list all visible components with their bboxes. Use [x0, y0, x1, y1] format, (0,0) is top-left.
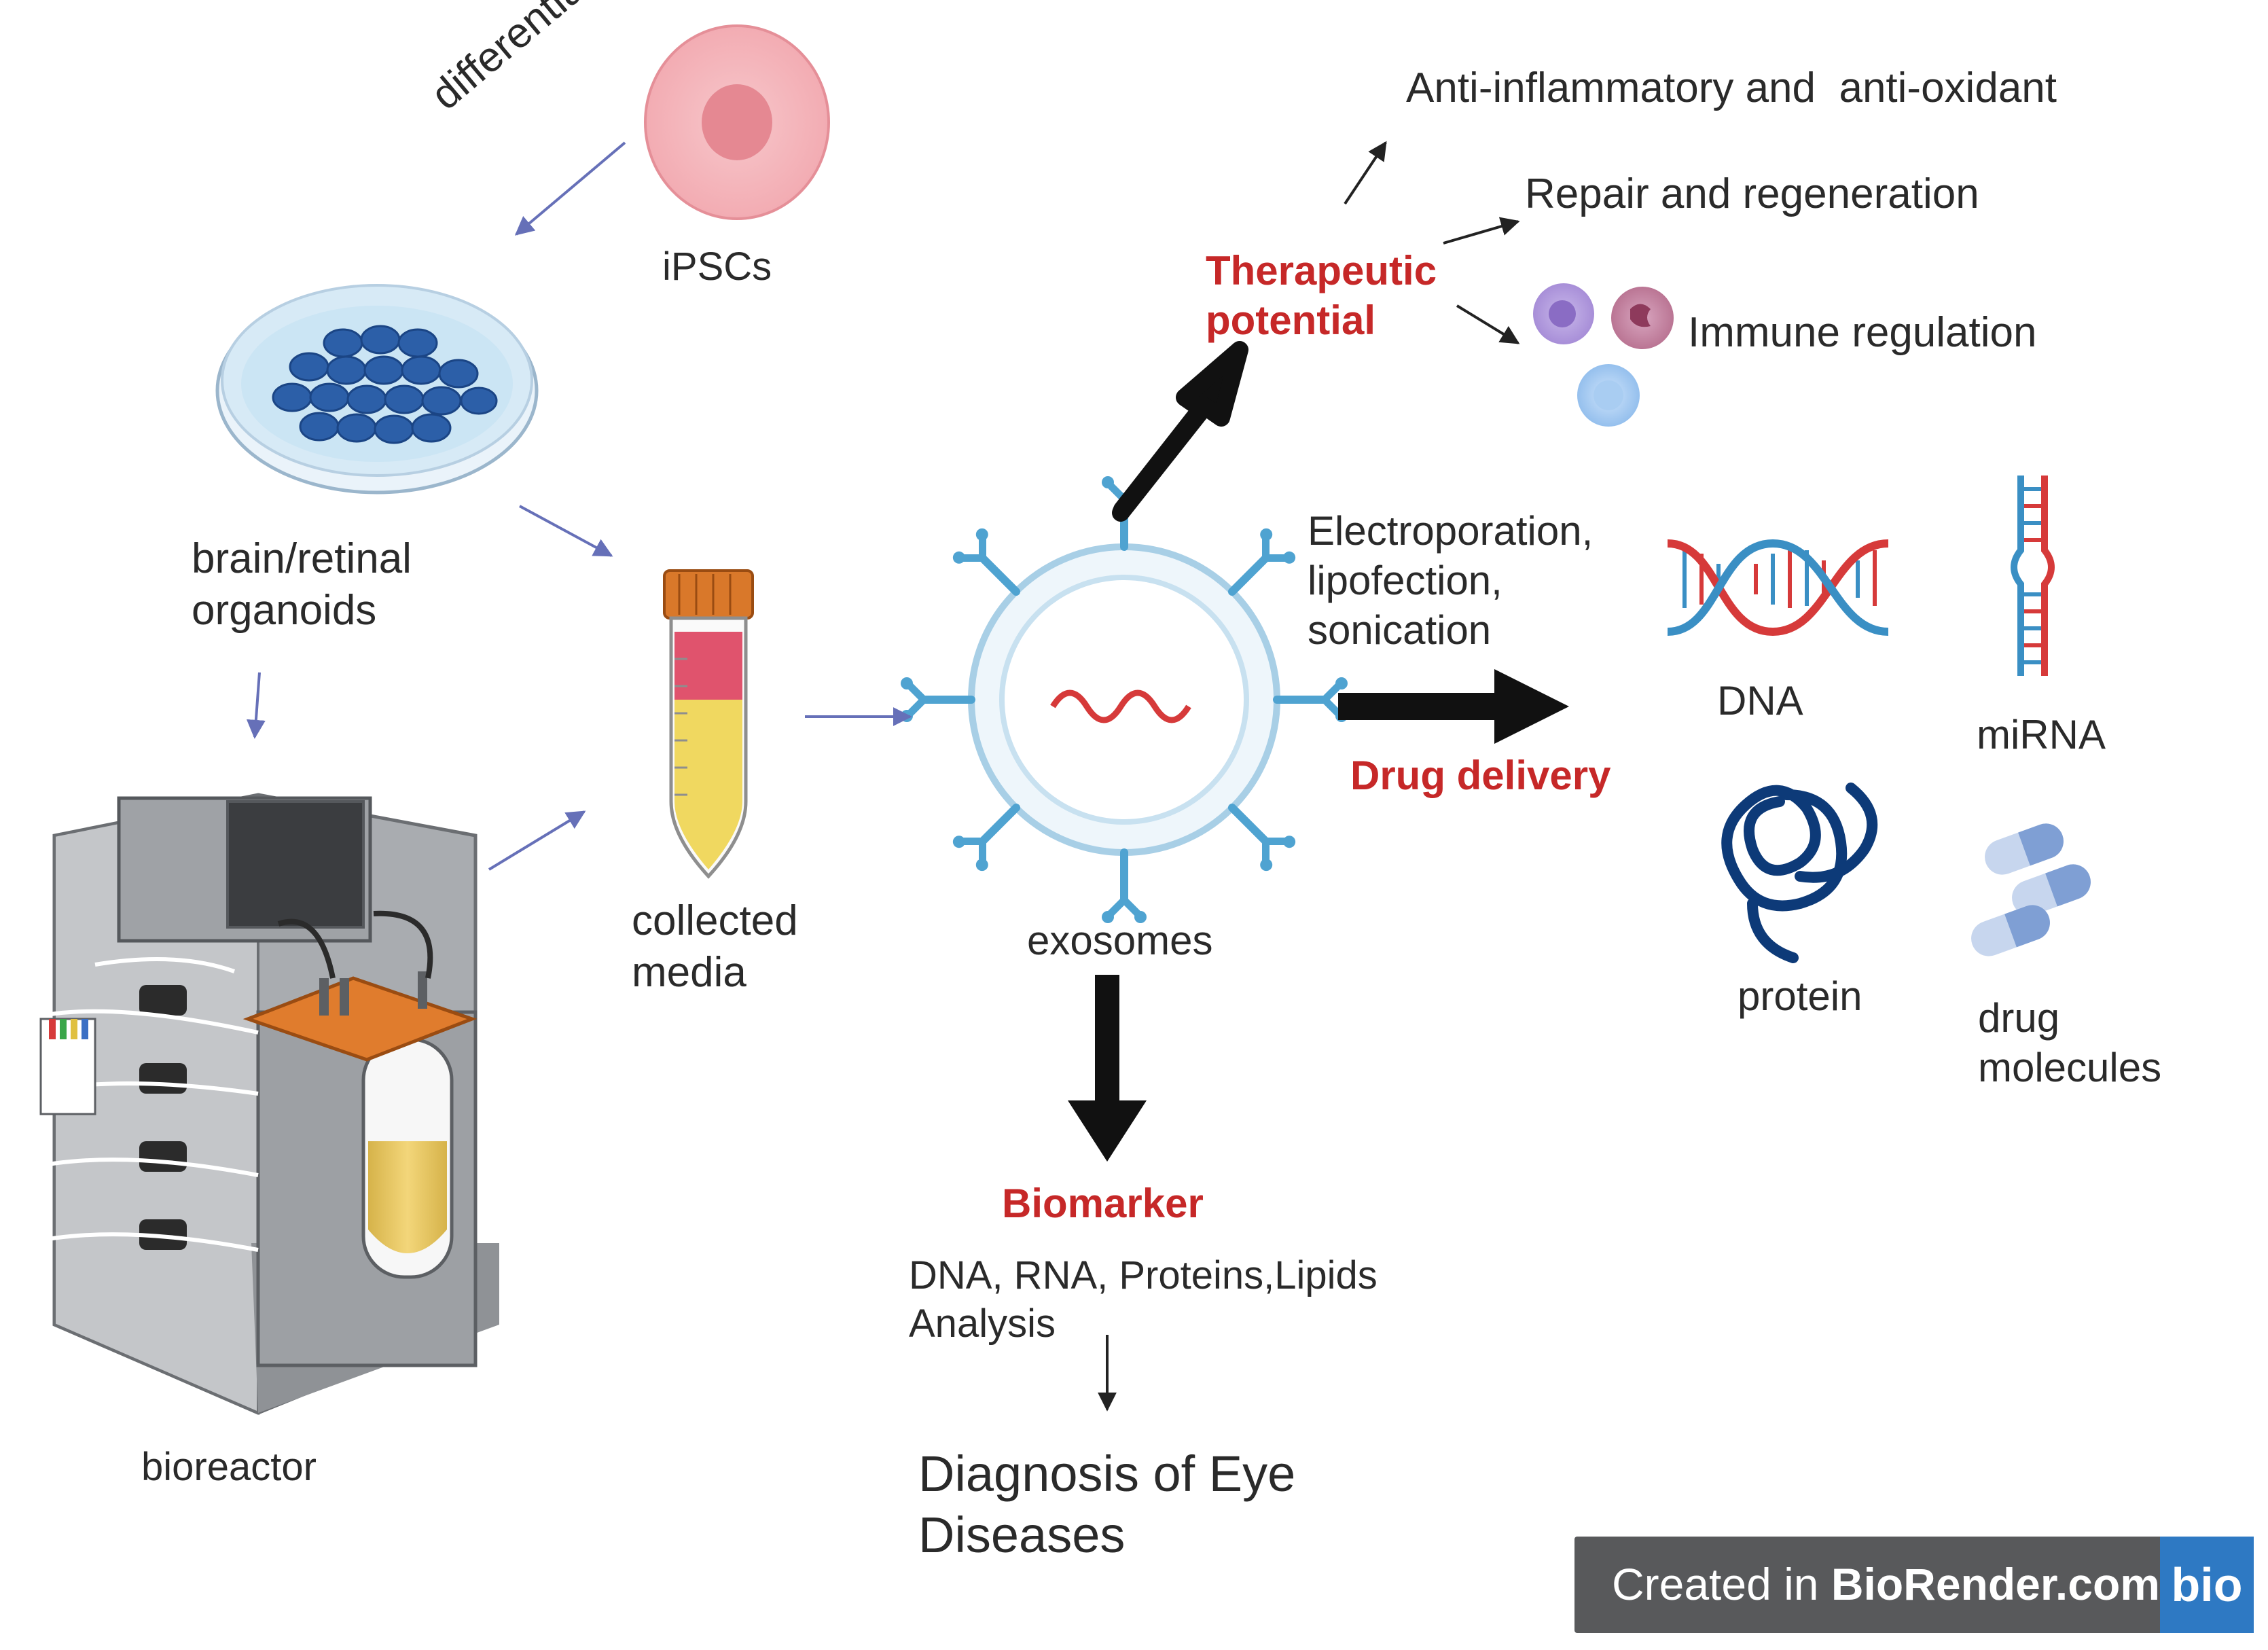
protein-coil-icon: [1721, 783, 1878, 963]
arrow-bioreactor-to-media: [488, 810, 586, 871]
arrow-to-therapeutic: [1112, 341, 1248, 522]
collected-media-line1: collected: [632, 897, 798, 944]
repair-label: Repair and regeneration: [1525, 171, 1979, 217]
mirna-label: miRNA: [1977, 712, 2106, 757]
dna-helix-icon: [1667, 539, 1889, 636]
arrow-to-drug-delivery: [1338, 669, 1569, 744]
delivery-methods-label: Electroporation, lipofection, sonication: [1308, 506, 1593, 656]
mirna-hairpin-icon: [2011, 476, 2055, 676]
drug-molecules-label: drug molecules: [1978, 993, 2161, 1092]
organoids-label: brain/retinal organoids: [192, 533, 412, 636]
diagnosis-line2: Diseases: [918, 1507, 1126, 1564]
organoids-label-line2: organoids: [192, 586, 377, 634]
therapeutic-line2: potential: [1206, 298, 1375, 344]
arrow-organoids-to-media: [519, 505, 613, 557]
biorender-badge[interactable]: Created in BioRender.com bio: [1574, 1537, 2254, 1633]
immune-label: Immune regulation: [1688, 309, 2037, 356]
biomarker-label: Biomarker: [1002, 1181, 1204, 1226]
methods-line2: lipofection,: [1308, 558, 1502, 604]
organoids-label-line1: brain/retinal: [192, 535, 412, 582]
drug-delivery-label: Drug delivery: [1350, 753, 1611, 798]
ipsc-cell-icon: [644, 24, 830, 220]
biorender-logo-icon: bio: [2160, 1537, 2254, 1633]
methods-line1: Electroporation,: [1308, 508, 1594, 554]
arrow-to-biomarker: [1068, 975, 1147, 1162]
analysis-line2: Analysis: [909, 1301, 1056, 1346]
drug-line2: molecules: [1978, 1045, 2162, 1091]
anti-inflammatory-label: Anti-inflammatory and anti-oxidant: [1406, 65, 2057, 111]
analysis-line1: DNA, RNA, Proteins,Lipids: [909, 1253, 1378, 1297]
ipscs-label: iPSCs: [662, 245, 772, 289]
diagnosis-label: Diagnosis of Eye Diseases: [918, 1443, 1295, 1566]
process-arrows: [246, 141, 912, 871]
dna-label: DNA: [1717, 678, 1803, 723]
immune-cells-icon: [1533, 283, 1674, 427]
badge-prefix: Created in: [1612, 1559, 1831, 1609]
arrow-organoids-to-bioreactor: [246, 672, 266, 739]
effect-arrows: [1098, 141, 1520, 1412]
diagnosis-line1: Diagnosis of Eye: [918, 1446, 1296, 1502]
exosomes-label: exosomes: [1027, 918, 1213, 963]
bioreactor-label: bioreactor: [141, 1445, 317, 1489]
bioreactor-icon: [26, 793, 499, 1416]
arrow-ipsc-to-organoids: [514, 141, 626, 236]
drug-line1: drug: [1978, 995, 2060, 1041]
biorender-badge-text: Created in BioRender.com: [1612, 1558, 2160, 1610]
exosome-icon: [901, 476, 1348, 923]
drug-capsules-icon: [1971, 823, 2091, 956]
methods-line3: sonication: [1308, 607, 1492, 653]
arrow-to-anti-inflammatory: [1344, 141, 1387, 205]
analysis-label: DNA, RNA, Proteins,Lipids Analysis: [909, 1252, 1378, 1348]
therapeutic-potential-label: Therapeutic potential: [1206, 246, 1437, 345]
arrow-to-repair: [1443, 217, 1520, 245]
arrow-to-immune: [1456, 304, 1520, 344]
protein-label: protein: [1738, 973, 1862, 1019]
petri-dish-icon: [215, 284, 539, 495]
collection-tube-icon: [663, 569, 754, 879]
badge-brand: BioRender.com: [1831, 1559, 2160, 1609]
collected-media-line2: media: [632, 948, 746, 996]
therapeutic-line1: Therapeutic: [1206, 248, 1437, 293]
bold-arrows: [1068, 341, 1569, 1162]
collected-media-label: collected media: [632, 895, 798, 998]
